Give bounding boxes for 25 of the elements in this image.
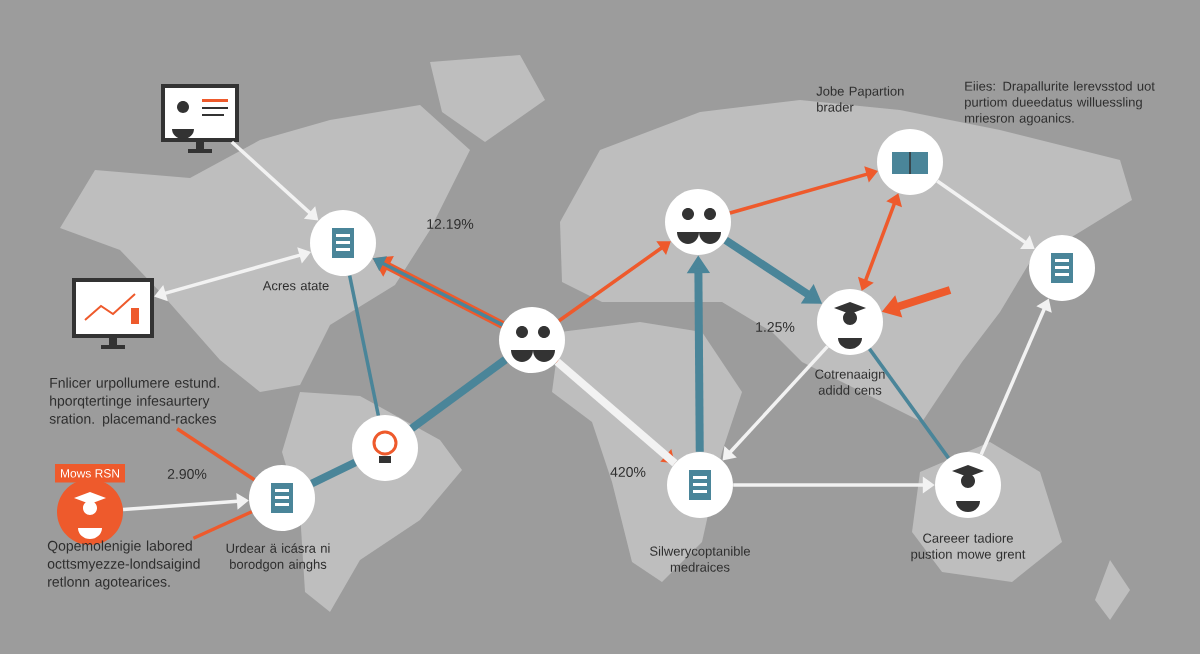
connector-line <box>310 458 357 488</box>
node-caption: Cotrenaaign adidd cens <box>815 369 885 395</box>
percentage-label: 2.90% <box>167 469 207 479</box>
node-caption: Urdear ä icásra ni borodgon ainghs <box>226 543 330 572</box>
connector-line <box>868 347 950 460</box>
arrow <box>936 179 1035 250</box>
monitor-drawing <box>72 278 154 349</box>
monitor-drawing <box>161 84 239 153</box>
node-caption: Careeer tadiore pustion mowe grent <box>911 533 1026 562</box>
note-text: Eiies: Drapallurite lerevsstod uot purtiom dueedatus willuessling mriesron agoanics. <box>965 81 1155 126</box>
leader-line <box>192 510 253 540</box>
icon-circle <box>352 415 418 481</box>
annotation-text: Fnlicer urpollumere estund. hporqtertinge infesaurtery sration. placemand-rackes <box>49 377 220 427</box>
connector-line <box>409 356 508 432</box>
arrow <box>558 241 671 323</box>
connector-line <box>347 275 381 416</box>
node-caption: Acres atate <box>262 281 329 291</box>
arrow <box>722 345 829 461</box>
note-text: Jobe Papartion brader <box>816 86 904 112</box>
leader-line <box>176 427 256 482</box>
node-label: Mows RSN <box>60 469 120 478</box>
node-caption: Silwerycoptanible medraices <box>650 546 750 572</box>
percentage-label: 1.25% <box>756 322 795 332</box>
percentage-label: 420% <box>610 467 646 477</box>
percentage-label: 12.19% <box>427 219 474 229</box>
